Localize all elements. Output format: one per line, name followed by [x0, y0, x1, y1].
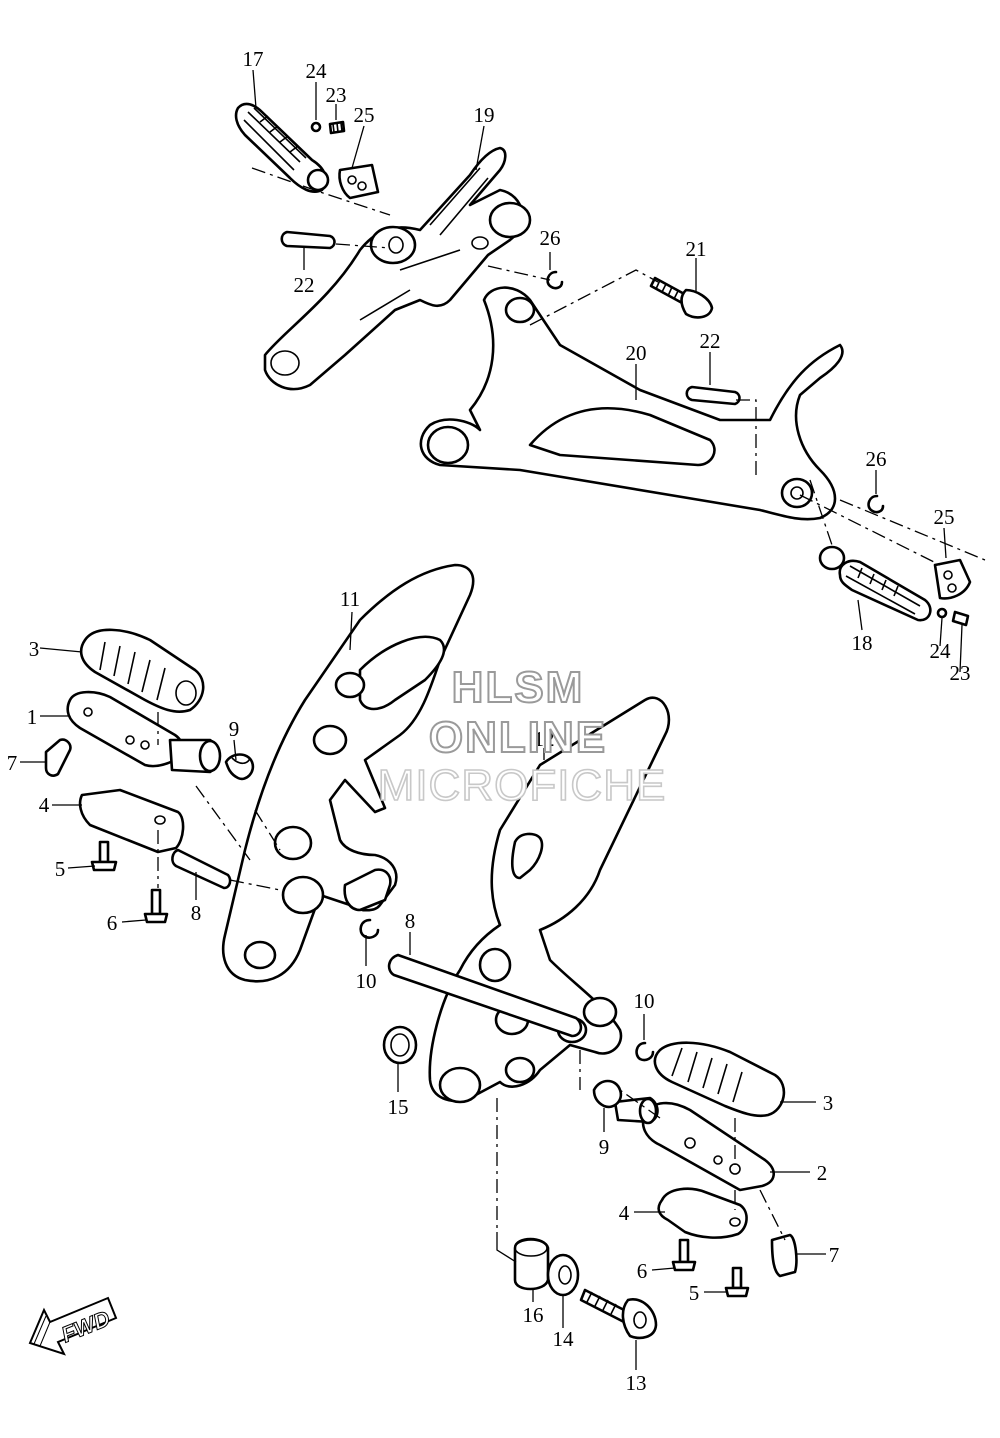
e-clip-10-right — [635, 1041, 655, 1062]
callout-20: 20 — [626, 341, 647, 365]
e-clip-10-left — [359, 918, 380, 939]
watermark-line2: ONLINE — [429, 713, 607, 762]
callout-11: 11 — [340, 587, 360, 611]
spring-9-left — [224, 753, 255, 781]
callout-9b: 9 — [599, 1135, 610, 1159]
callout-23: 23 — [326, 83, 347, 107]
callout-9: 9 — [229, 717, 240, 741]
spring-23-right — [951, 610, 970, 627]
callout-24: 24 — [306, 59, 328, 83]
dashed-assembly-lines — [157, 167, 986, 1241]
callout-7b: 7 — [829, 1243, 840, 1267]
pin-8-right — [387, 953, 583, 1038]
callout-18: 18 — [852, 631, 873, 655]
callout-10b: 10 — [634, 989, 655, 1013]
bolt-21 — [649, 276, 714, 319]
small-ball-24-top — [310, 121, 322, 133]
callout-numbers: 17 24 23 25 19 22 26 21 22 20 26 25 18 2… — [7, 47, 971, 1395]
pin-8-left — [171, 848, 232, 890]
callout-16: 16 — [523, 1303, 544, 1327]
watermark-line3: MICROFICHE — [378, 761, 667, 810]
callout-5b: 5 — [689, 1281, 700, 1305]
rear-right-peg-plate — [933, 558, 972, 600]
rear-right-footrest-bracket — [419, 286, 844, 521]
e-clip-26-right — [867, 494, 885, 514]
spring-9-right — [592, 1079, 623, 1109]
small-ball-24-right — [936, 607, 948, 619]
callout-13: 13 — [626, 1371, 647, 1395]
callout-3: 3 — [29, 637, 40, 661]
e-clip-26-top — [546, 270, 564, 290]
stopper-7-left — [44, 738, 72, 777]
callout-22: 22 — [294, 273, 315, 297]
pin-22-top — [280, 230, 336, 250]
rear-right-footpeg — [818, 545, 932, 622]
washer-15 — [382, 1025, 418, 1065]
right-footpeg-rubber — [653, 1041, 786, 1118]
screw-5-right — [724, 1266, 750, 1298]
callout-26: 26 — [540, 226, 561, 250]
callout-14: 14 — [553, 1327, 575, 1351]
callout-6b: 6 — [637, 1259, 648, 1283]
washer-14 — [546, 1253, 580, 1297]
screw-6-left — [143, 888, 169, 924]
leader-lines — [20, 69, 963, 1370]
left-footpeg — [66, 690, 222, 774]
front-left-footrest-bracket — [221, 563, 475, 983]
callout-22b: 22 — [700, 329, 721, 353]
rear-left-footrest-bracket — [263, 146, 532, 391]
right-peg-cover — [657, 1187, 748, 1239]
callout-3b: 3 — [823, 1091, 834, 1115]
callout-24b: 24 — [930, 639, 952, 663]
callout-8: 8 — [191, 901, 202, 925]
callout-23b: 23 — [950, 661, 971, 685]
callout-1: 1 — [27, 705, 38, 729]
callout-8b: 8 — [405, 909, 416, 933]
rear-left-peg-plate — [338, 163, 380, 200]
callout-25: 25 — [354, 103, 375, 127]
callout-4: 4 — [39, 793, 50, 817]
callout-26b: 26 — [866, 447, 887, 471]
watermark: HLSM ONLINE MICROFICHE — [377, 662, 667, 811]
left-footpeg-rubber — [79, 628, 205, 713]
callout-4b: 4 — [619, 1201, 630, 1225]
callout-15: 15 — [388, 1095, 409, 1119]
callout-2: 2 — [817, 1161, 828, 1185]
callout-17: 17 — [243, 47, 264, 71]
screw-5-left — [90, 840, 118, 872]
callout-25b: 25 — [934, 505, 955, 529]
right-footpeg — [613, 1096, 775, 1192]
watermark-line1: HLSM — [452, 663, 585, 712]
callout-12: 12 — [534, 727, 555, 751]
collar-16 — [513, 1237, 550, 1291]
stopper-7-right — [770, 1233, 798, 1278]
fwd-arrow-icon: FWD — [28, 1296, 118, 1356]
callout-19: 19 — [474, 103, 495, 127]
screw-6-right — [671, 1238, 697, 1272]
spring-23-top — [328, 120, 346, 135]
pin-22-right — [685, 385, 741, 406]
callout-7: 7 — [7, 751, 18, 775]
bolt-13 — [579, 1288, 658, 1340]
callout-10: 10 — [356, 969, 377, 993]
callout-5: 5 — [55, 857, 66, 881]
left-peg-cover — [78, 788, 185, 854]
callout-6: 6 — [107, 911, 118, 935]
callout-21: 21 — [686, 237, 707, 261]
